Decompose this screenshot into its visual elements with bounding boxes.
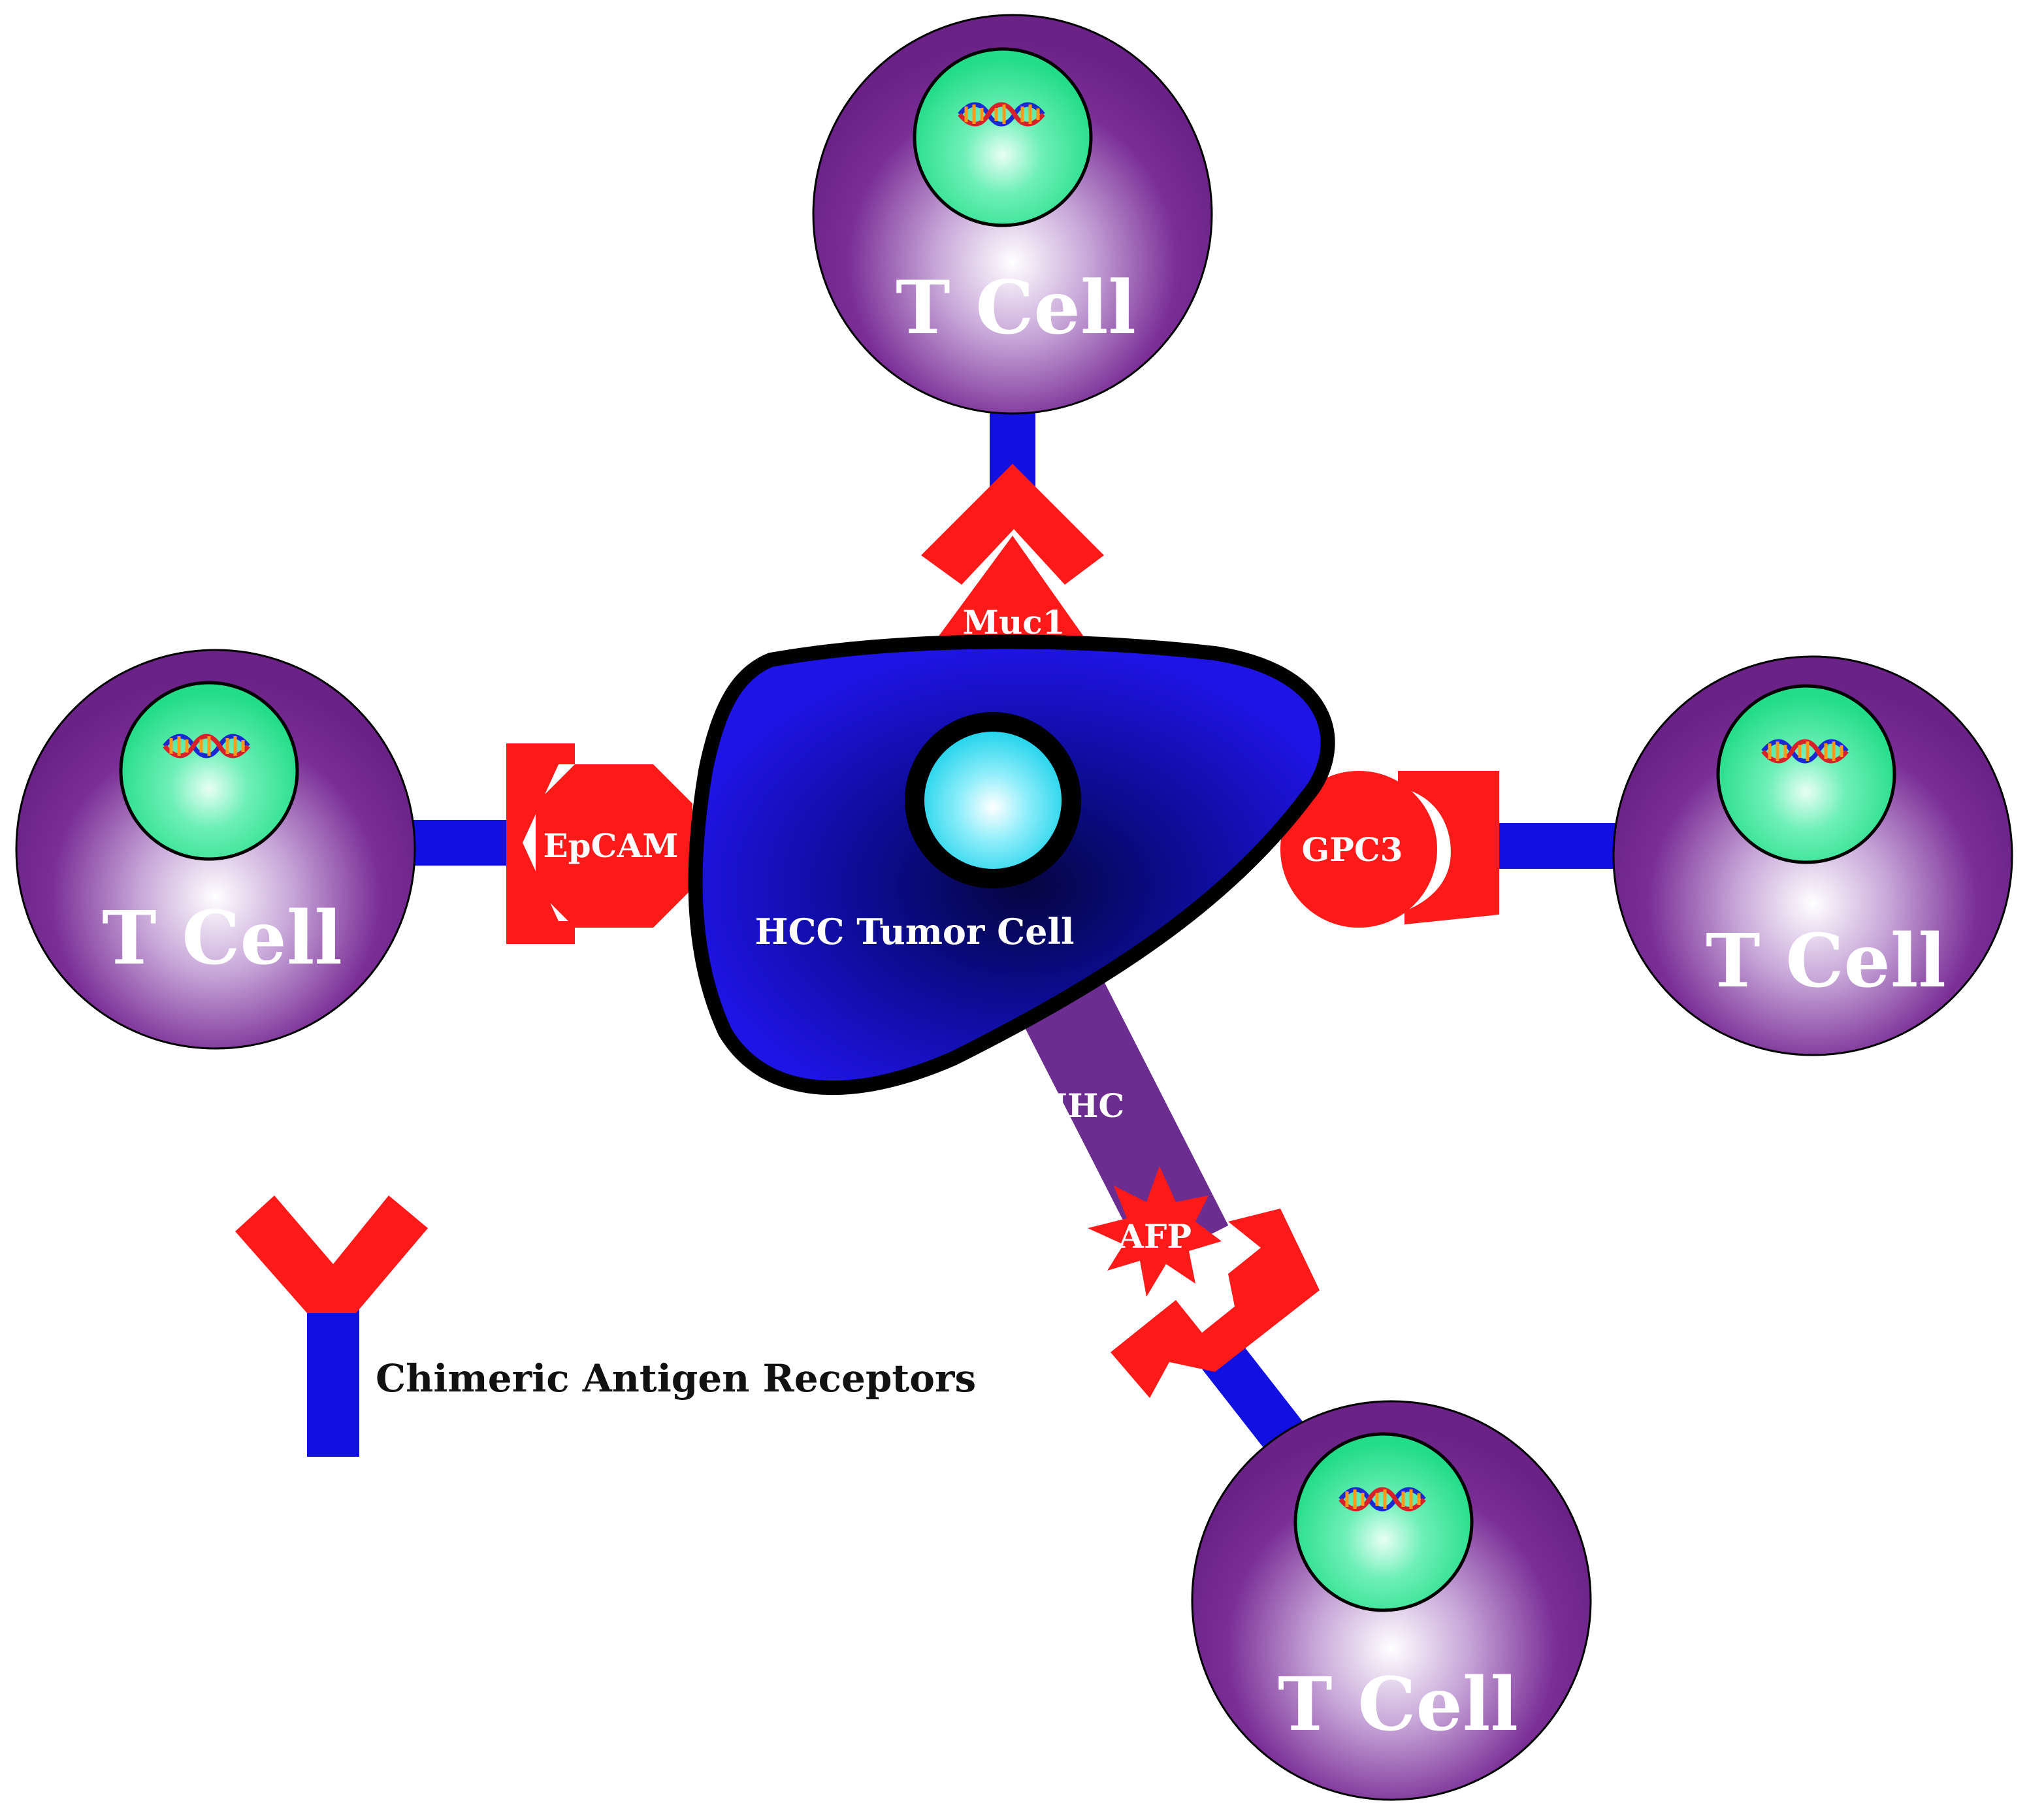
receptor-bracket-right [1398,771,1499,924]
epcam-receptor-group: EpCAM [405,743,692,944]
afp-antigen [1088,1166,1222,1297]
legend: Chimeric Antigen Receptors [235,1195,976,1457]
gpc3-label: GPC3 [1302,830,1403,869]
tcell-label: T Cell [896,265,1136,351]
mhc-afp-group: MHC AFP [1004,946,1320,1457]
tcell-nucleus [913,47,1093,227]
tcell-bottom: T Cell [1191,1400,1592,1801]
epcam-label: EpCAM [543,826,678,865]
tumor-nucleus-inner [924,732,1062,869]
tcell-nucleus [119,681,299,861]
receptor-clamp-bottom [1111,1209,1320,1398]
tumor-label: HCC Tumor Cell [755,911,1074,952]
receptor-stem-right [1496,823,1627,869]
tumor-cell: HCC Tumor Cell [688,634,1335,1096]
tcell-left: T Cell [15,649,416,1050]
epcam-antigen [536,764,692,928]
tcell-nucleus [1716,684,1896,864]
gpc3-receptor-group: GPC3 [1280,771,1627,928]
mhc-label: MHC [1031,1086,1124,1125]
receptor-stem-left [405,820,510,866]
tcell-label: T Cell [1278,1662,1518,1747]
gpc3-antigen [1280,771,1437,928]
tcell-label: T Cell [1706,918,1946,1004]
legend-label: Chimeric Antigen Receptors [376,1356,976,1401]
afp-label: AFP [1118,1217,1192,1256]
tcell-top: T Cell [812,14,1213,415]
tcell-right: T Cell [1612,655,2013,1056]
car-receptor-icon [235,1195,428,1457]
tcell-nucleus [1293,1432,1474,1612]
tcell-label: T Cell [102,896,342,981]
mhc-bar [1004,946,1229,1267]
receptor-bracket-left [506,743,575,944]
muc1-receptor-group: Muc1 [921,412,1104,647]
receptor-arms-top [921,464,1104,585]
muc1-antigen [931,536,1091,647]
